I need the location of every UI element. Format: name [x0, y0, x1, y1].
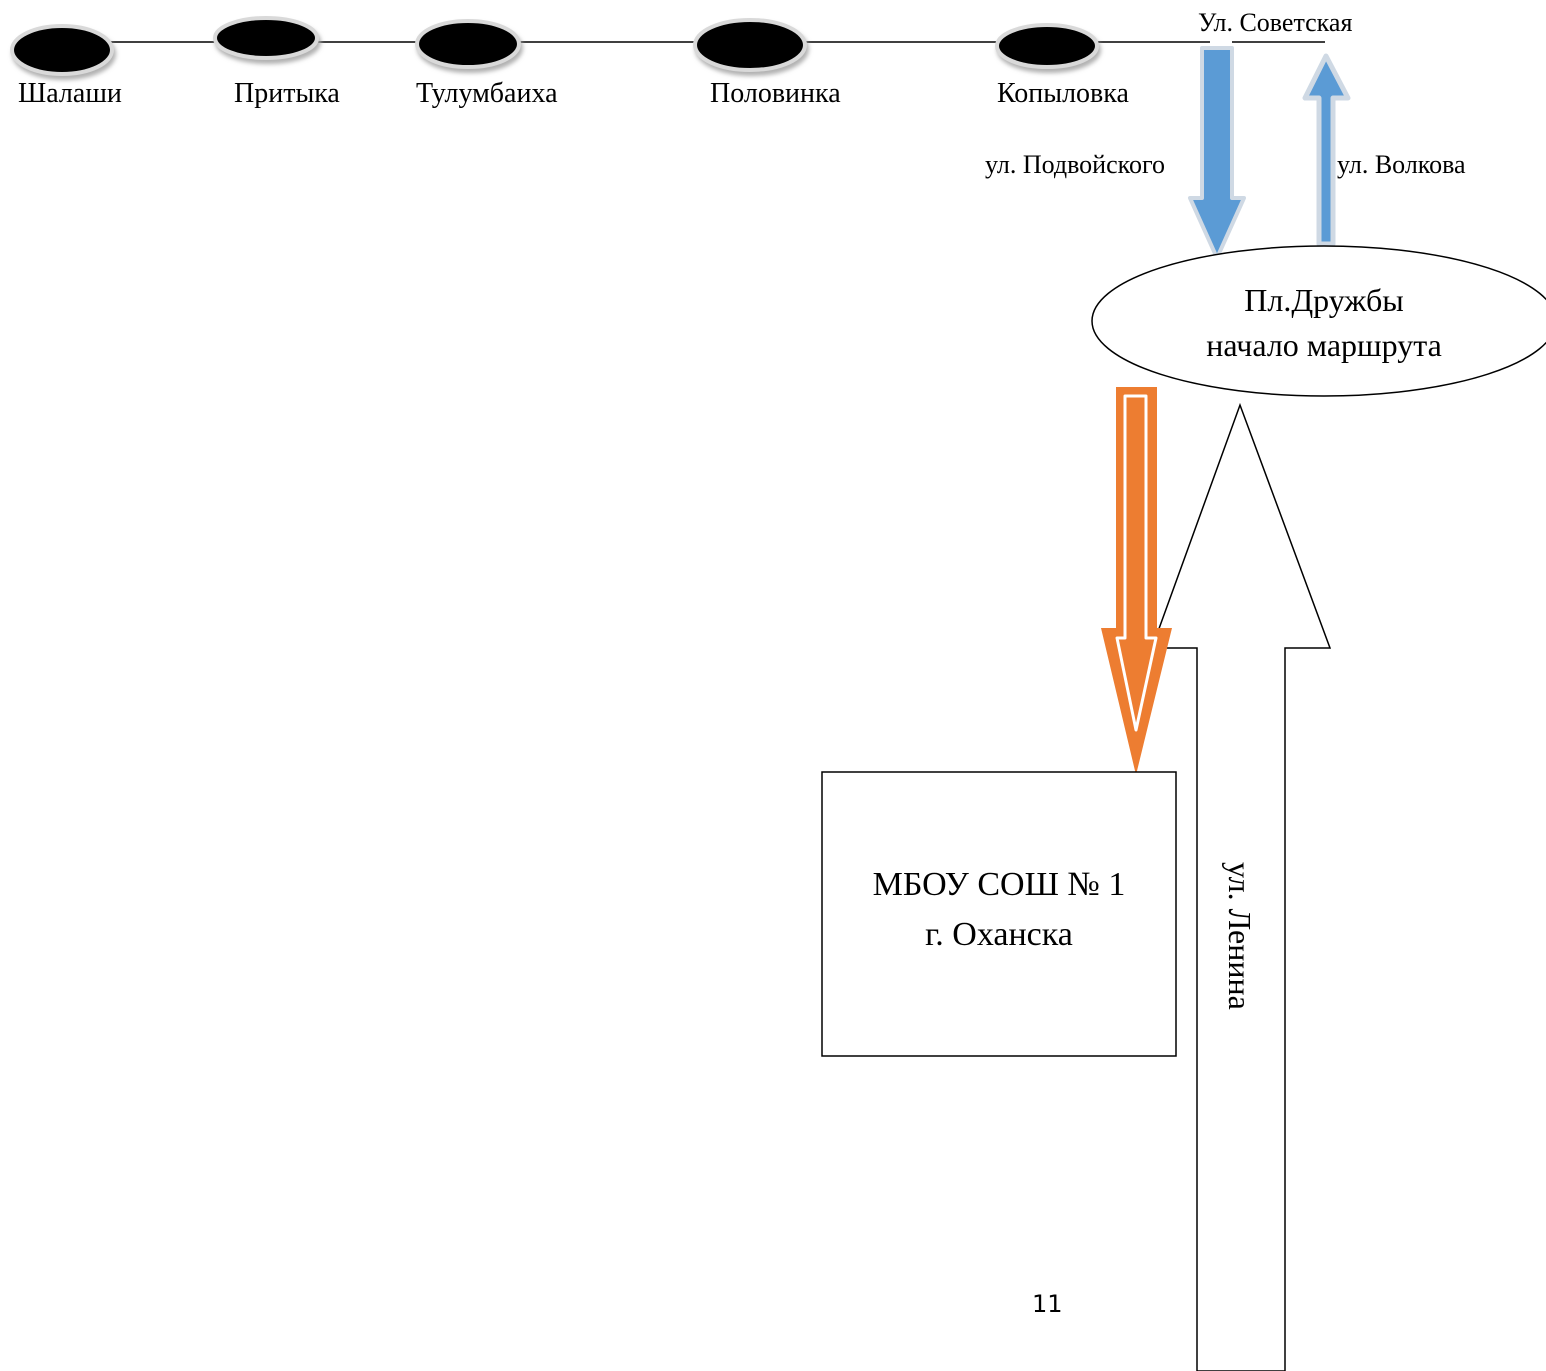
hub-ellipse — [1091, 245, 1546, 397]
lenina-street-arrow — [1150, 402, 1332, 1371]
school-box — [821, 771, 1177, 1057]
stop-marker-shalashi — [10, 24, 114, 76]
stop-label-polovinka: Половинка — [710, 78, 841, 109]
street-label-lenina: ул. Ленина — [1222, 862, 1258, 1010]
stop-marker-tulumbaikha — [415, 19, 521, 69]
school-label-line1: МБОУ СОШ № 1 — [872, 866, 1126, 903]
street-label-sovetskaya: Ул. Советская — [1198, 8, 1353, 37]
stop-label-kopylovka: Копыловка — [997, 78, 1129, 109]
orange-down-arrow-inner — [1115, 394, 1158, 732]
stop-label-shalashi: Шалаши — [18, 78, 122, 109]
school-label-line2: г. Оханска — [925, 916, 1073, 953]
street-label-podvoyskogo: ул. Подвойского — [985, 150, 1165, 179]
stop-label-prityka: Притыка — [234, 78, 340, 109]
hub-label-line2: начало маршрута — [1206, 327, 1442, 363]
hub-label-line1: Пл.Дружбы — [1244, 282, 1404, 318]
street-label-volkova: ул. Волкова — [1337, 150, 1466, 179]
stop-marker-prityka — [213, 16, 319, 60]
page-number: 11 — [1032, 1290, 1063, 1318]
blue-down-arrow — [1188, 46, 1246, 260]
stop-label-tulumbaikha: Тулумбаиха — [416, 78, 558, 109]
stop-marker-kopylovka — [995, 23, 1099, 69]
stop-marker-polovinka — [693, 18, 807, 72]
blue-up-arrow — [1302, 53, 1351, 247]
